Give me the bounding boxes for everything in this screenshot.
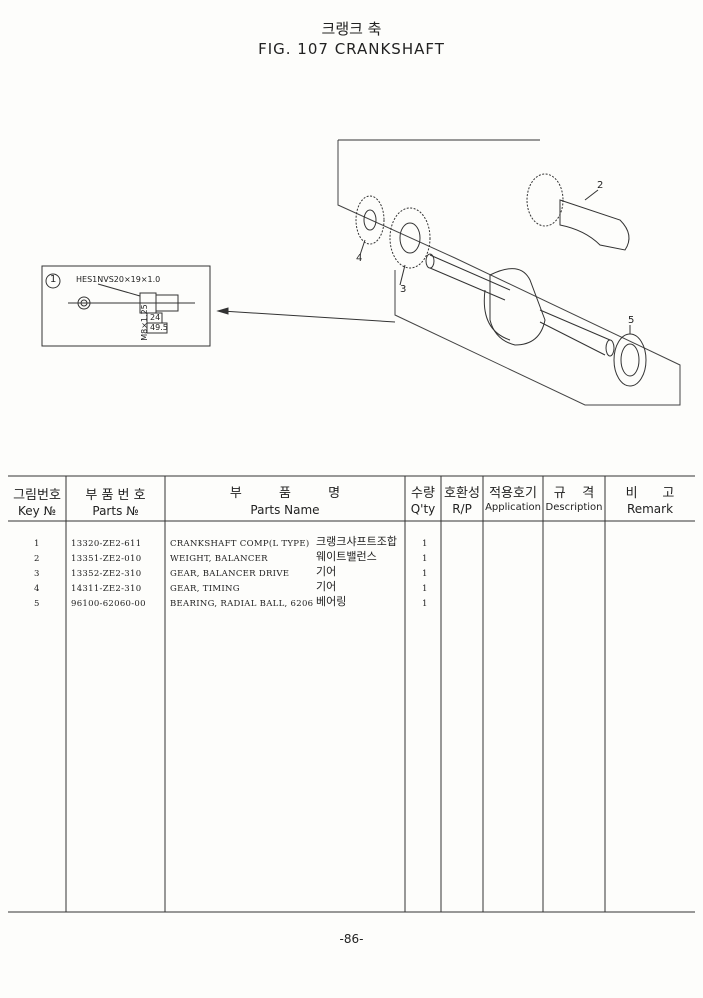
row-name-ko: 웨이트밸런스 [316,550,377,563]
header-name-ko: 부 품 명 [229,486,341,501]
header-partno-en: Parts № [92,504,139,518]
row-key: 3 [34,569,40,579]
header-partno-ko: 부 품 번 호 [85,488,146,503]
header-rp-en: R/P [452,502,472,516]
row-name: CRANKSHAFT COMP(L TYPE) [170,539,310,549]
row-key: 5 [34,599,40,609]
detail-spec: HES1NVS20×19×1.0 [76,275,161,284]
header-key-en: Key № [17,504,57,518]
row-qty: 1 [422,569,428,579]
row-qty: 1 [422,539,428,549]
header-remark-ko: 비 고 [625,486,675,501]
row-qty: 1 [422,584,428,594]
header-name-en: Parts Name [250,503,320,517]
crankshaft [429,254,511,301]
callout-5: 5 [628,315,635,326]
callout-4: 4 [356,253,363,264]
row-key: 1 [34,539,40,549]
header-key-ko: 그림번호 [13,488,61,503]
row-name-ko: 기어 [316,580,337,593]
row-part-no: 13351-ZE2-010 [71,554,142,564]
row-part-no: 14311-ZE2-310 [71,584,142,594]
row-qty: 1 [422,554,428,564]
detail-dim-1: 24 [150,313,161,322]
header-rp-ko: 호환성 [444,486,480,501]
row-key: 4 [34,584,40,594]
detail-dim-3: M8×1.25 [139,304,149,341]
row-part-no: 13320-ZE2-611 [71,539,142,549]
detail-box [41,265,211,347]
row-name: GEAR, BALANCER DRIVE [170,569,290,579]
detail-marker-label: 1 [50,274,57,285]
header-qty-en: Q'ty [410,502,436,516]
title-korean: 크랭크 축 [321,20,382,38]
detail-marker [45,273,61,289]
header-description-en: Description [545,502,603,513]
callout-3: 3 [400,284,407,295]
row-qty: 1 [422,599,428,609]
callout-2: 2 [597,180,604,191]
row-part-no: 96100-62060-00 [71,599,146,609]
row-name-ko: 베어링 [316,595,347,608]
header-application-en: Application [485,502,541,513]
row-name: GEAR, TIMING [170,584,240,594]
detail-dim-2: 49.5 [150,323,168,332]
header-remark-en: Remark [626,502,674,516]
row-name: WEIGHT, BALANCER [170,554,268,564]
row-key: 2 [34,554,40,564]
balancer-drive-gear [389,207,431,269]
bearing [613,333,647,387]
page-number: -86- [339,932,364,946]
row-name: BEARING, RADIAL BALL, 6206 [170,599,314,609]
timing-gear [355,195,385,245]
header-qty-ko: 수량 [411,486,435,501]
row-part-no: 13352-ZE2-310 [71,569,142,579]
row-name-ko: 기어 [316,565,337,578]
header-application-ko: 적용호기 [489,486,537,501]
parts-table-grid [8,475,695,913]
row-name-ko: 크랭크샤프트조합 [316,535,397,548]
balancer-weight [526,173,564,227]
figure-title: FIG. 107 CRANKSHAFT [258,40,445,58]
header-description-ko: 규 격 [553,486,595,501]
